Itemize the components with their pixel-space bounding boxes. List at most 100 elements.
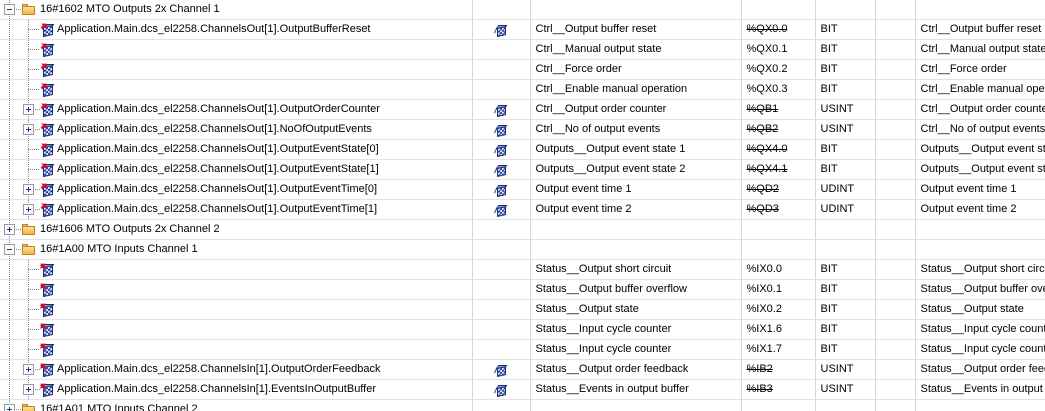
description-cell[interactable]: Status__Input cycle counter bbox=[915, 319, 1045, 340]
mapping-cell[interactable] bbox=[472, 219, 531, 240]
mapping-cell[interactable] bbox=[472, 259, 531, 280]
address-cell[interactable]: %IX1.7 bbox=[741, 339, 816, 360]
table-row[interactable]: 16#1602 MTO Outputs 2x Channel 1 bbox=[0, 0, 1045, 20]
address-cell[interactable]: %QX4.1 bbox=[741, 159, 816, 180]
plus-box-icon[interactable] bbox=[4, 224, 15, 235]
variable-cell[interactable] bbox=[0, 339, 473, 360]
type-cell[interactable]: UDINT bbox=[815, 179, 876, 200]
address-cell[interactable] bbox=[741, 0, 816, 20]
type-cell[interactable]: BIT bbox=[815, 39, 876, 60]
unit-cell[interactable] bbox=[875, 399, 916, 411]
mapping-cell[interactable] bbox=[472, 239, 531, 260]
plus-box-icon[interactable] bbox=[23, 184, 34, 195]
type-cell[interactable]: UDINT bbox=[815, 199, 876, 220]
type-cell[interactable]: USINT bbox=[815, 359, 876, 380]
description-cell[interactable] bbox=[915, 219, 1045, 240]
unit-cell[interactable] bbox=[875, 279, 916, 300]
mapping-cell[interactable] bbox=[472, 39, 531, 60]
type-cell[interactable] bbox=[815, 399, 876, 411]
mapping-cell[interactable] bbox=[472, 139, 531, 160]
unit-cell[interactable] bbox=[875, 259, 916, 280]
description-cell[interactable]: Ctrl__Output order counter bbox=[915, 99, 1045, 120]
address-cell[interactable]: %IX0.2 bbox=[741, 299, 816, 320]
address-cell[interactable] bbox=[741, 219, 816, 240]
channel-cell[interactable] bbox=[530, 239, 742, 260]
unit-cell[interactable] bbox=[875, 139, 916, 160]
variable-cell[interactable] bbox=[0, 319, 473, 340]
description-cell[interactable]: Ctrl__Force order bbox=[915, 59, 1045, 80]
table-row[interactable]: Application.Main.dcs_el2258.ChannelsOut[… bbox=[0, 99, 1045, 120]
mapping-cell[interactable] bbox=[472, 59, 531, 80]
mapping-cell[interactable] bbox=[472, 79, 531, 100]
table-row[interactable]: Application.Main.dcs_el2258.ChannelsOut[… bbox=[0, 19, 1045, 40]
channel-cell[interactable]: Status__Input cycle counter bbox=[530, 319, 742, 340]
description-cell[interactable] bbox=[915, 239, 1045, 260]
variable-cell[interactable]: 16#1A01 MTO Inputs Channel 2 bbox=[0, 399, 473, 411]
unit-cell[interactable] bbox=[875, 59, 916, 80]
mapping-cell[interactable] bbox=[472, 319, 531, 340]
description-cell[interactable]: Outputs__Output event state 2 bbox=[915, 159, 1045, 180]
variable-cell[interactable]: Application.Main.dcs_el2258.ChannelsOut[… bbox=[0, 99, 473, 120]
unit-cell[interactable] bbox=[875, 39, 916, 60]
address-cell[interactable]: %QD3 bbox=[741, 199, 816, 220]
variable-cell[interactable]: Application.Main.dcs_el2258.ChannelsOut[… bbox=[0, 139, 473, 160]
variable-cell[interactable]: Application.Main.dcs_el2258.ChannelsOut[… bbox=[0, 119, 473, 140]
address-cell[interactable]: %IB3 bbox=[741, 379, 816, 400]
table-row[interactable]: Application.Main.dcs_el2258.ChannelsOut[… bbox=[0, 139, 1045, 160]
variable-cell[interactable]: Application.Main.dcs_el2258.ChannelsIn[1… bbox=[0, 379, 473, 400]
type-cell[interactable]: BIT bbox=[815, 319, 876, 340]
plus-box-icon[interactable] bbox=[4, 404, 15, 411]
channel-cell[interactable]: Ctrl__Enable manual operation bbox=[530, 79, 742, 100]
table-row[interactable]: Application.Main.dcs_el2258.ChannelsIn[1… bbox=[0, 379, 1045, 400]
variable-cell[interactable]: 16#1606 MTO Outputs 2x Channel 2 bbox=[0, 219, 473, 240]
table-row[interactable]: 16#1606 MTO Outputs 2x Channel 2 bbox=[0, 219, 1045, 240]
plus-box-icon[interactable] bbox=[23, 364, 34, 375]
unit-cell[interactable] bbox=[875, 159, 916, 180]
description-cell[interactable]: Status__Output order feedback bbox=[915, 359, 1045, 380]
address-cell[interactable]: %IX1.6 bbox=[741, 319, 816, 340]
type-cell[interactable]: BIT bbox=[815, 339, 876, 360]
channel-cell[interactable]: Status__Output state bbox=[530, 299, 742, 320]
mapping-cell[interactable] bbox=[472, 279, 531, 300]
description-cell[interactable]: Status__Output state bbox=[915, 299, 1045, 320]
variable-cell[interactable]: Application.Main.dcs_el2258.ChannelsOut[… bbox=[0, 199, 473, 220]
table-row[interactable]: 16#1A01 MTO Inputs Channel 2 bbox=[0, 399, 1045, 411]
channel-cell[interactable]: Outputs__Output event state 2 bbox=[530, 159, 742, 180]
type-cell[interactable]: BIT bbox=[815, 59, 876, 80]
description-cell[interactable]: Ctrl__No of output events bbox=[915, 119, 1045, 140]
unit-cell[interactable] bbox=[875, 299, 916, 320]
type-cell[interactable]: USINT bbox=[815, 119, 876, 140]
mapping-cell[interactable] bbox=[472, 339, 531, 360]
address-cell[interactable]: %QB1 bbox=[741, 99, 816, 120]
type-cell[interactable]: USINT bbox=[815, 99, 876, 120]
unit-cell[interactable] bbox=[875, 219, 916, 240]
channel-cell[interactable]: Ctrl__Output buffer reset bbox=[530, 19, 742, 40]
type-cell[interactable]: USINT bbox=[815, 379, 876, 400]
channel-cell[interactable]: Status__Input cycle counter bbox=[530, 339, 742, 360]
address-cell[interactable]: %QD2 bbox=[741, 179, 816, 200]
channel-cell[interactable]: Status__Output short circuit bbox=[530, 259, 742, 280]
variable-cell[interactable] bbox=[0, 79, 473, 100]
plus-box-icon[interactable] bbox=[23, 104, 34, 115]
type-cell[interactable] bbox=[815, 0, 876, 20]
variable-cell[interactable] bbox=[0, 259, 473, 280]
variable-cell[interactable]: Application.Main.dcs_el2258.ChannelsOut[… bbox=[0, 179, 473, 200]
address-cell[interactable]: %QX4.0 bbox=[741, 139, 816, 160]
mapping-cell[interactable] bbox=[472, 179, 531, 200]
channel-cell[interactable]: Status__Output order feedback bbox=[530, 359, 742, 380]
variable-cell[interactable]: 16#1602 MTO Outputs 2x Channel 1 bbox=[0, 0, 473, 20]
address-cell[interactable] bbox=[741, 239, 816, 260]
table-row[interactable]: Application.Main.dcs_el2258.ChannelsOut[… bbox=[0, 119, 1045, 140]
unit-cell[interactable] bbox=[875, 359, 916, 380]
description-cell[interactable]: Output event time 2 bbox=[915, 199, 1045, 220]
mapping-cell[interactable] bbox=[472, 159, 531, 180]
channel-cell[interactable] bbox=[530, 0, 742, 20]
type-cell[interactable]: BIT bbox=[815, 79, 876, 100]
mapping-cell[interactable] bbox=[472, 119, 531, 140]
type-cell[interactable] bbox=[815, 239, 876, 260]
variable-cell[interactable]: Application.Main.dcs_el2258.ChannelsOut[… bbox=[0, 19, 473, 40]
description-cell[interactable]: Output event time 1 bbox=[915, 179, 1045, 200]
